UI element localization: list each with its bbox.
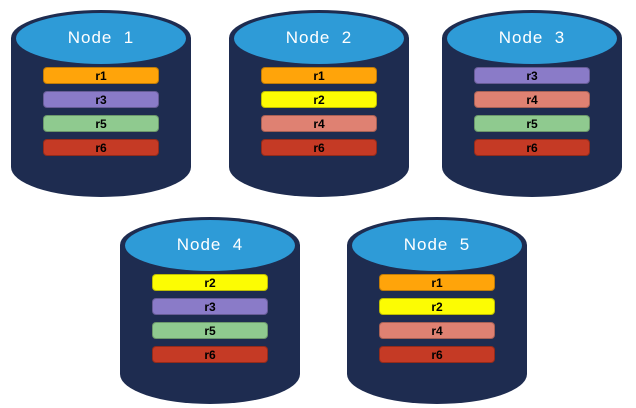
replica-list: r1 r2 r4 r6: [229, 67, 409, 156]
cylinder-top-face: [352, 220, 522, 271]
node-1-cylinder: Node 1 r1 r3 r5 r6: [11, 10, 191, 197]
replica-bar: r1: [379, 274, 495, 291]
replica-bar: r5: [43, 115, 159, 132]
replica-list: r1 r2 r4 r6: [347, 274, 527, 363]
cylinder-top-face: [447, 13, 617, 64]
node-5-cylinder: Node 5 r1 r2 r4 r6: [347, 217, 527, 404]
node-3-cylinder: Node 3 r3 r4 r5 r6: [442, 10, 622, 197]
replica-bar: r1: [43, 67, 159, 84]
replica-bar: r3: [152, 298, 268, 315]
node-title: Node 1: [67, 28, 135, 47]
replica-bar: r6: [474, 139, 590, 156]
cylinder-top-face: [234, 13, 404, 64]
replica-list: r3 r4 r5 r6: [442, 67, 622, 156]
cylinder-top-face: [16, 13, 186, 64]
replica-bar: r2: [261, 91, 377, 108]
node-title: Node 3: [498, 28, 566, 47]
node-4-cylinder: Node 4 r2 r3 r5 r6: [120, 217, 300, 404]
replica-list: r2 r3 r5 r6: [120, 274, 300, 363]
replica-bar: r5: [474, 115, 590, 132]
node-title: Node 4: [176, 235, 244, 254]
replica-list: r1 r3 r5 r6: [11, 67, 191, 156]
replica-bar: r4: [261, 115, 377, 132]
replica-bar: r2: [152, 274, 268, 291]
replica-bar: r3: [43, 91, 159, 108]
replica-bar: r6: [379, 346, 495, 363]
replica-bar: r4: [474, 91, 590, 108]
node-title: Node 5: [403, 235, 471, 254]
replica-bar: r1: [261, 67, 377, 84]
replica-bar: r5: [152, 322, 268, 339]
cylinder-top-face: [125, 220, 295, 271]
replica-bar: r4: [379, 322, 495, 339]
replica-bar: r6: [261, 139, 377, 156]
node-2-cylinder: Node 2 r1 r2 r4 r6: [229, 10, 409, 197]
node-title: Node 2: [285, 28, 353, 47]
replica-bar: r3: [474, 67, 590, 84]
replica-bar: r2: [379, 298, 495, 315]
replica-bar: r6: [43, 139, 159, 156]
replica-bar: r6: [152, 346, 268, 363]
